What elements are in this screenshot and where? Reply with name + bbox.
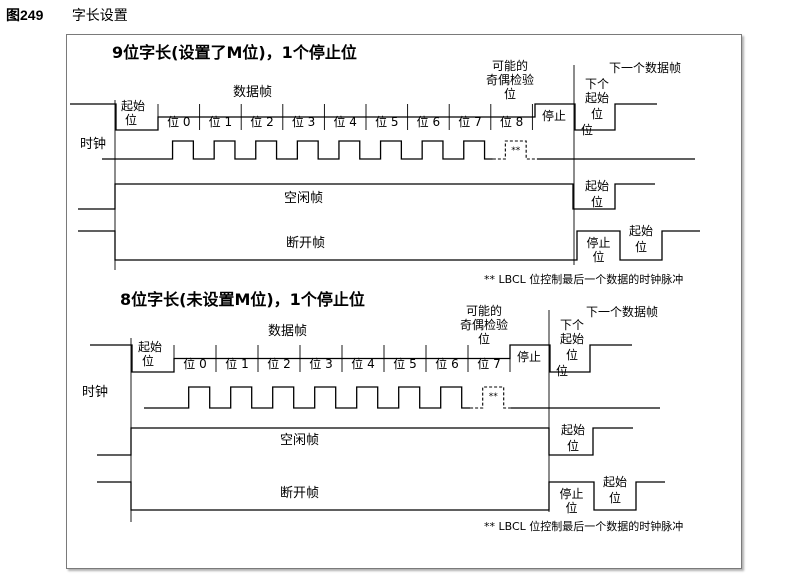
- s1-data-frame-label: 数据帧: [233, 85, 272, 100]
- s1-idle-frame-waveform: [78, 183, 655, 210]
- figure-number: 图249: [6, 7, 44, 23]
- s1-bit-label: 位 0: [167, 114, 190, 129]
- s2-idle-frame-waveform: [97, 427, 633, 456]
- s1-section-title: 9位字长(设置了M位)，1个停止位: [112, 43, 357, 62]
- s1-break-frame-waveform: [78, 230, 700, 261]
- s2-idle-start-label-2: 位: [567, 438, 579, 453]
- figure-title: 字长设置: [71, 8, 128, 24]
- s2-parity-label-1: 可能的: [466, 303, 502, 318]
- s1-parity-label-2: 奇偶检验: [486, 72, 534, 87]
- s2-parity-label-3: 位: [478, 331, 490, 346]
- s1-bit-label: 位 8: [500, 114, 523, 129]
- s2-clock-waveform: [144, 386, 471, 409]
- s1-stop-bit-label-2: 位: [581, 122, 593, 137]
- s2-break-frame-label: 断开帧: [280, 486, 319, 501]
- s2-break-start-label-1: 起始: [603, 475, 627, 489]
- s2-clock-stars: **: [489, 392, 499, 402]
- s2-footnote: ** LBCL 位控制最后一个数据的时钟脉冲: [484, 519, 683, 533]
- s2-idle-start-label-1: 起始: [561, 423, 585, 437]
- s2-bit-label: 位 5: [393, 356, 416, 371]
- s1-break-stop-label-2: 位: [592, 249, 604, 264]
- s2-break-start-label-2: 位: [609, 490, 621, 505]
- s1-idle-frame-label: 空闲帧: [284, 191, 323, 206]
- s2-start-bit-label-2: 位: [142, 353, 154, 368]
- s1-data-line-waveform: [70, 103, 657, 131]
- s1-next-start-label-2: 起始: [585, 91, 609, 105]
- s2-idle-frame-label: 空闲帧: [280, 433, 319, 448]
- s2-break-stop-label-1: 停止: [559, 486, 583, 501]
- s1-bit-label: 位 2: [250, 114, 273, 129]
- s2-bit-label: 位 0: [183, 356, 206, 371]
- s2-next-start-label-2: 起始: [560, 332, 584, 346]
- s2-clock-label: 时钟: [82, 384, 108, 400]
- s1-start-bit-label-1: 起始: [121, 99, 145, 113]
- s1-break-start-label-2: 位: [635, 239, 647, 254]
- s2-break-frame-waveform: [97, 481, 665, 511]
- s2-bit-label: 位 4: [351, 356, 374, 371]
- s1-bit-label: 位 1: [209, 114, 232, 129]
- figure-caption: 图249 字长设置: [6, 5, 128, 25]
- s1-next-start-label-3: 位: [591, 106, 603, 121]
- s1-stop-bit-label-1: 停止: [542, 108, 566, 123]
- s1-next-start-label-1: 下个: [585, 77, 609, 91]
- s1-break-frame-label: 断开帧: [286, 236, 325, 251]
- s2-bit-label: 位 7: [477, 356, 500, 371]
- s1-parity-label-3: 位: [504, 86, 516, 101]
- s2-parity-label-2: 奇偶检验: [460, 317, 508, 332]
- s2-bit-label: 位 1: [225, 356, 248, 371]
- s1-bit-label: 位 4: [333, 114, 356, 129]
- s1-start-bit-label-2: 位: [125, 112, 137, 127]
- s2-next-start-label-3: 位: [566, 347, 578, 362]
- s1-optional-clock-pulse: [492, 140, 537, 160]
- s2-stop-bit-label-1: 停止: [517, 349, 541, 364]
- s1-idle-start-label-1: 起始: [585, 179, 609, 193]
- s1-bit-label: 位 3: [292, 114, 315, 129]
- s2-next-start-label-1: 下个: [560, 318, 584, 332]
- s1-footnote: ** LBCL 位控制最后一个数据的时钟脉冲: [484, 272, 683, 286]
- s1-break-start-label-1: 起始: [629, 224, 653, 238]
- s2-section-title: 8位字长(未设置M位)，1个停止位: [120, 290, 365, 309]
- diagram-frame: [66, 34, 742, 569]
- s2-next-frame-label: 下一个数据帧: [586, 304, 658, 319]
- s1-break-stop-label-1: 停止: [586, 235, 610, 250]
- s2-optional-clock-pulse: [470, 386, 511, 409]
- s2-bit-label: 位 6: [435, 356, 458, 371]
- s2-data-frame-label: 数据帧: [268, 324, 307, 339]
- s2-bit-label: 位 3: [309, 356, 332, 371]
- s2-bit-label: 位 2: [267, 356, 290, 371]
- s1-bit-label: 位 5: [375, 114, 398, 129]
- s1-idle-start-label-2: 位: [591, 194, 603, 209]
- s2-break-stop-label-2: 位: [565, 500, 577, 515]
- s1-bit-label: 位 7: [458, 114, 481, 129]
- s2-stop-bit-label-2: 位: [556, 363, 568, 378]
- s1-clock-stars: **: [511, 146, 521, 156]
- s1-clock-label: 时钟: [80, 136, 106, 152]
- s1-clock-waveform: [102, 140, 493, 160]
- s2-start-bit-label-1: 起始: [138, 340, 162, 354]
- s1-bit-label: 位 6: [417, 114, 440, 129]
- s1-parity-label-1: 可能的: [492, 58, 528, 73]
- s1-next-frame-label: 下一个数据帧: [609, 60, 681, 75]
